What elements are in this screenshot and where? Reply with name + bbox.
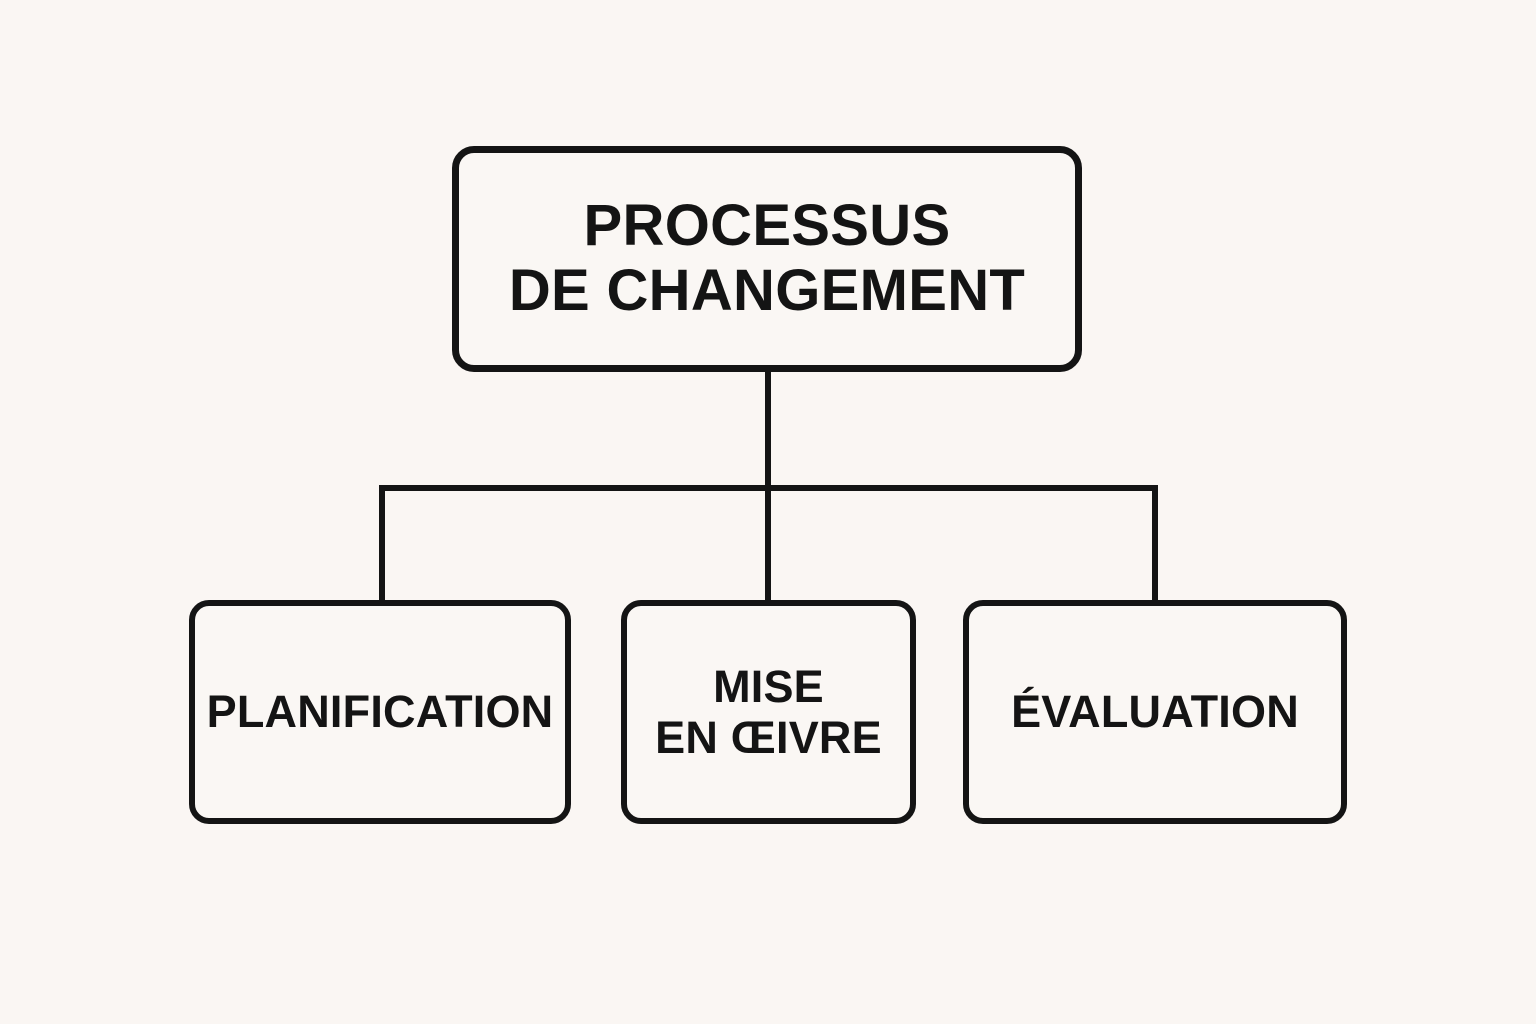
node-processus-de-changement[interactable]: PROCESSUS DE CHANGEMENT [452,146,1082,372]
node-evaluation-label: ÉVALUATION [1011,686,1299,738]
node-evaluation[interactable]: ÉVALUATION [963,600,1347,824]
node-planification[interactable]: PLANIFICATION [189,600,571,824]
node-processus-de-changement-label: PROCESSUS DE CHANGEMENT [508,193,1026,323]
node-mise-en-oeuvre[interactable]: MISE EN ŒIVRE [621,600,916,824]
node-planification-label: PLANIFICATION [206,686,554,738]
node-mise-en-oeuvre-label: MISE EN ŒIVRE [655,660,882,763]
